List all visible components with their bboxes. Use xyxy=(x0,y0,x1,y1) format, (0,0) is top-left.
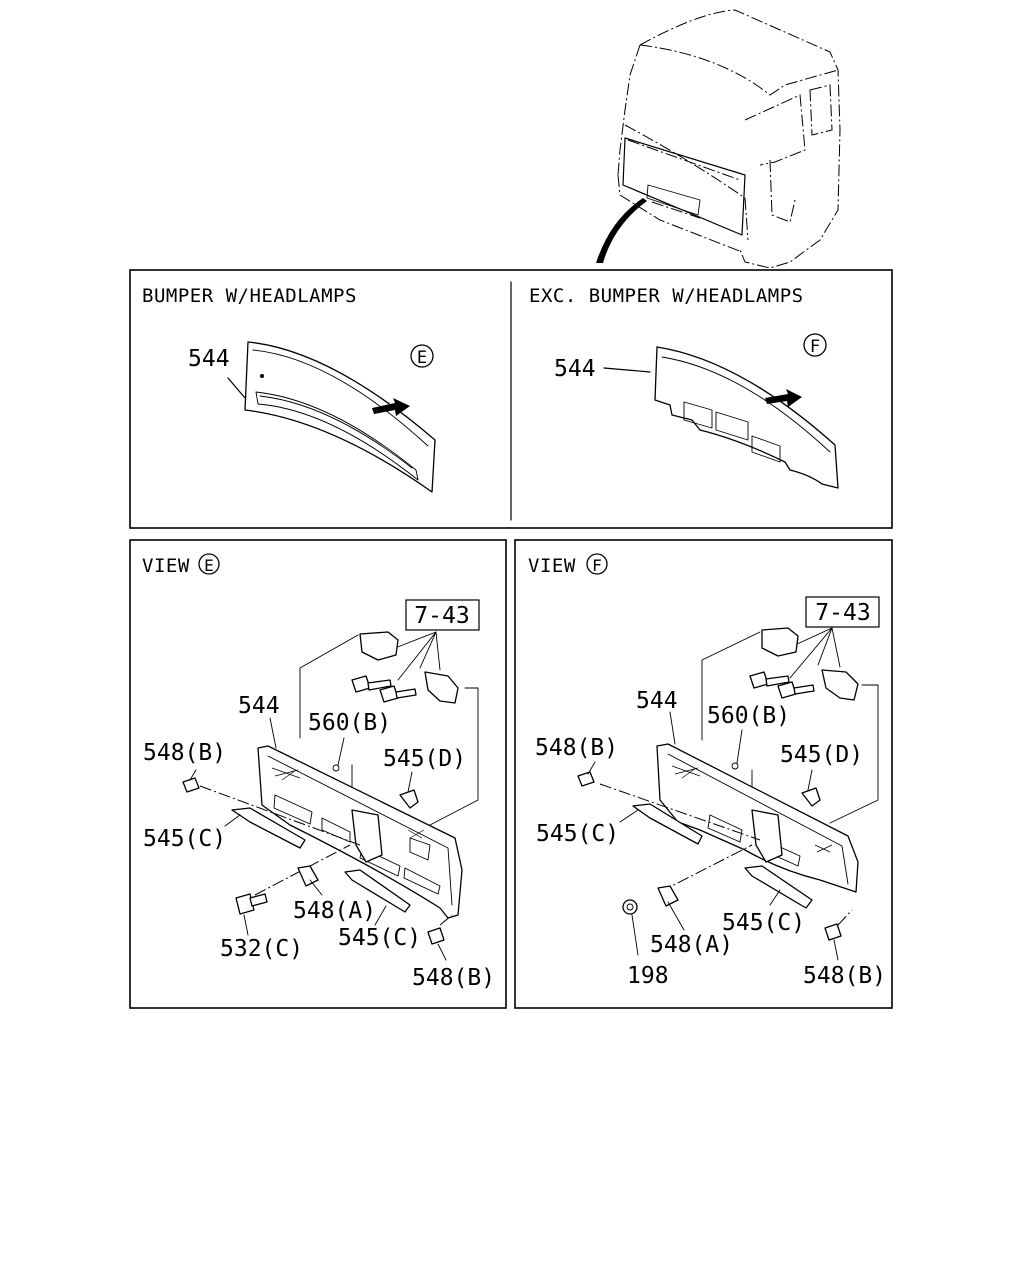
view-marker-f-icon: F xyxy=(586,553,608,575)
reference-label: 7-43 xyxy=(414,603,469,629)
part-label-548b: 548(B) xyxy=(803,963,886,989)
part-label-544: 544 xyxy=(188,346,230,372)
svg-text:E: E xyxy=(417,348,427,368)
view-f-panel: VIEW F 7-43 xyxy=(528,553,886,989)
part-label-544: 544 xyxy=(238,693,280,719)
arrow-icon xyxy=(372,398,410,416)
reference-label: 7-43 xyxy=(815,600,870,626)
view-marker-e-icon: E xyxy=(198,553,220,575)
view-marker-e-icon: E xyxy=(410,344,434,368)
part-label-548b: 548(B) xyxy=(143,740,226,766)
panel-title: EXC. BUMPER W/HEADLAMPS xyxy=(529,285,804,307)
part-label-545c: 545(C) xyxy=(536,821,619,847)
part-label-198: 198 xyxy=(627,963,669,989)
view-f-frame xyxy=(514,539,893,1009)
view-e-panel: VIEW E 7-43 xyxy=(142,553,495,991)
reference-box xyxy=(805,596,880,628)
svg-text:E: E xyxy=(204,556,214,575)
part-label-548a: 548(A) xyxy=(650,932,733,958)
panel-bumper-headlamps: BUMPER W/HEADLAMPS 544 E xyxy=(142,285,436,493)
svg-text:F: F xyxy=(810,337,820,357)
part-label-532c: 532(C) xyxy=(220,936,303,962)
part-label-560b: 560(B) xyxy=(308,710,391,736)
grille-panel-illustration xyxy=(654,346,839,489)
panel-exc-bumper-headlamps: EXC. BUMPER W/HEADLAMPS 544 F xyxy=(529,285,839,489)
view-marker-f-icon: F xyxy=(803,333,827,357)
panel-title: BUMPER W/HEADLAMPS xyxy=(142,285,357,307)
grille-panel-illustration xyxy=(244,341,436,493)
view-title: VIEW xyxy=(142,555,190,577)
part-label-548b: 548(B) xyxy=(412,965,495,991)
part-label-545d: 545(D) xyxy=(383,746,466,772)
part-label-544: 544 xyxy=(636,688,678,714)
truck-cab-illustration xyxy=(596,9,841,269)
top-panel-frame xyxy=(129,269,893,529)
arrow-icon xyxy=(765,389,802,407)
view-e-frame xyxy=(129,539,507,1009)
svg-text:F: F xyxy=(592,556,602,575)
reference-box xyxy=(405,599,480,631)
part-label-560b: 560(B) xyxy=(707,703,790,729)
part-label-545c: 545(C) xyxy=(338,925,421,951)
part-label-548b: 548(B) xyxy=(535,735,618,761)
part-label-544: 544 xyxy=(554,356,596,382)
part-label-545c: 545(C) xyxy=(143,826,226,852)
part-label-545d: 545(D) xyxy=(780,742,863,768)
part-label-545c: 545(C) xyxy=(722,910,805,936)
part-label-548a: 548(A) xyxy=(293,898,376,924)
view-title: VIEW xyxy=(528,555,576,577)
